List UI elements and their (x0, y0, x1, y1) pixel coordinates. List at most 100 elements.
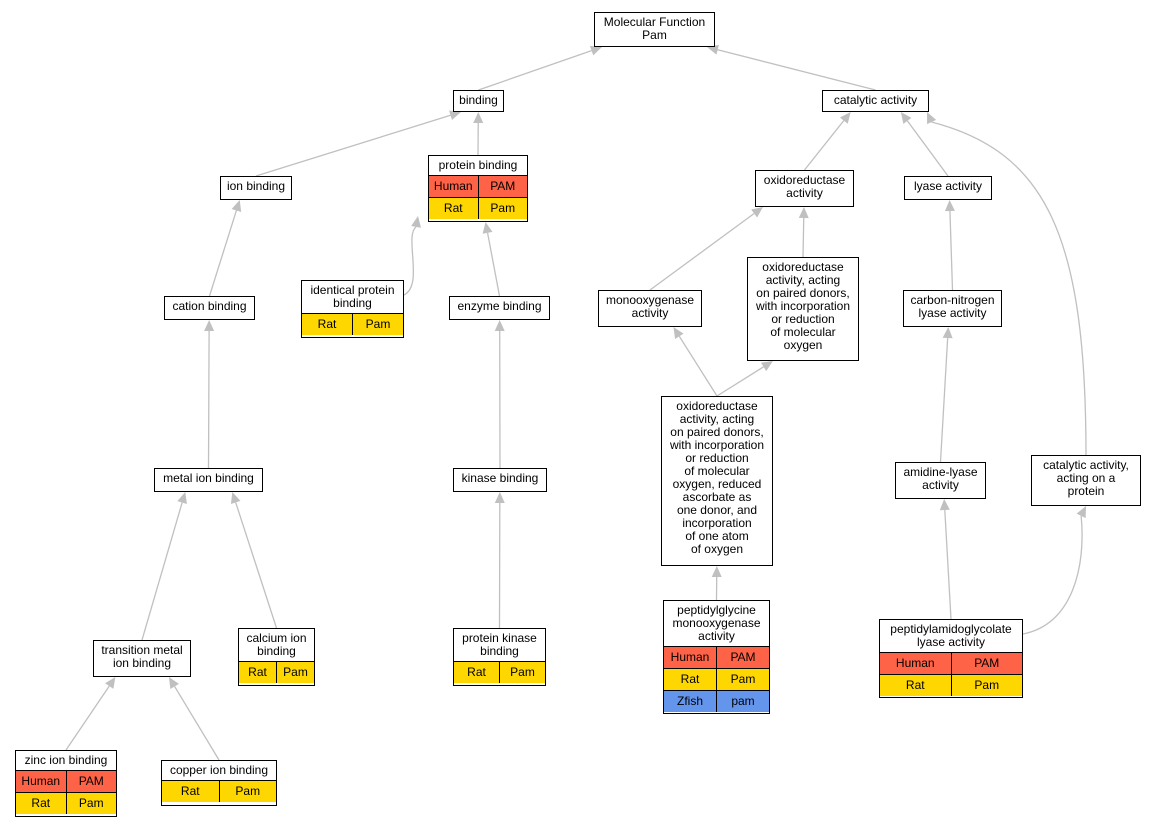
arrowhead (798, 207, 809, 219)
organism-row-human: Human PAM (429, 175, 527, 197)
organism-label[interactable]: Zfish (676, 694, 703, 708)
node-metal-ion-binding[interactable]: metal ion binding (154, 468, 263, 492)
node-label: oxidoreductase activity (763, 173, 846, 200)
arrowhead (1076, 506, 1086, 519)
edge-lyase-to-catalytic (906, 120, 949, 177)
organism-label[interactable]: Rat (905, 678, 925, 692)
gene-label[interactable]: pam (716, 691, 769, 712)
organism-label[interactable]: Human (21, 774, 61, 788)
gene-label[interactable]: PAM (477, 176, 528, 197)
organism-row-rat: Rat Pam (16, 792, 116, 814)
gene-label[interactable]: PAM (950, 653, 1023, 674)
gene-label[interactable]: Pam (716, 669, 769, 690)
arrowhead (942, 327, 953, 339)
arrowhead (494, 320, 505, 332)
gene-label[interactable]: PAM (65, 771, 117, 792)
gene-label[interactable]: Pam (950, 675, 1023, 696)
organism-row-human: Human PAM (664, 646, 769, 668)
organism-row-rat: Rat Pam (454, 661, 545, 683)
node-label: metal ion binding (163, 471, 254, 485)
arrowhead (711, 566, 722, 578)
node-label: protein kinase binding (462, 631, 537, 658)
arrowhead (177, 492, 187, 504)
node-catalytic-activity-on-protein[interactable]: catalytic activity, acting on a protein (1031, 455, 1141, 506)
node-label: Molecular Function Pam (603, 15, 706, 42)
organism-row-rat: Rat Pam (880, 674, 1022, 696)
node-oxidoreductase-paired-donors[interactable]: oxidoreductase activity, acting on paire… (747, 257, 859, 361)
gene-label[interactable]: PAM (716, 647, 769, 668)
node-label: amidine-lyase activity (903, 465, 978, 492)
node-amidine-lyase-activity[interactable]: amidine-lyase activity (895, 462, 986, 499)
node-monooxygenase-activity[interactable]: monooxygenase activity (598, 290, 702, 327)
node-enzyme-binding[interactable]: enzyme binding (449, 296, 550, 320)
node-label: copper ion binding (169, 763, 269, 777)
node-label: peptidylglycine monooxygenase activity (672, 603, 761, 643)
gene-label[interactable]: Pam (65, 793, 117, 814)
edge-metal_ion-to-cation_binding (207, 330, 210, 469)
node-oxidoreductase-activity[interactable]: oxidoreductase activity (755, 170, 854, 207)
node-label: binding (459, 93, 498, 107)
node-label: oxidoreductase activity, acting on paire… (755, 260, 851, 352)
node-carbon-nitrogen-lyase-activity[interactable]: carbon-nitrogen lyase activity (903, 290, 1002, 327)
node-label: calcium ion binding (246, 631, 307, 658)
node-transition-metal-ion-binding[interactable]: transition metal ion binding (93, 640, 191, 677)
organism-label[interactable]: Rat (31, 796, 51, 810)
edge-copper_ion-to-transition_metal (174, 686, 220, 761)
organism-label[interactable]: Rat (317, 317, 337, 331)
node-binding[interactable]: binding (453, 90, 504, 112)
edge-binding-to-mf (478, 50, 592, 91)
node-ion-binding[interactable]: ion binding (220, 176, 292, 200)
node-molecular-function[interactable]: Molecular Function Pam (594, 12, 715, 47)
arrowhead (944, 200, 955, 212)
arrowhead (839, 112, 851, 124)
arrowhead (482, 222, 493, 234)
node-kinase-binding[interactable]: kinase binding (453, 468, 547, 492)
node-lyase-activity[interactable]: lyase activity (904, 176, 992, 200)
gene-label[interactable]: Pam (477, 198, 528, 219)
arrowhead (473, 112, 484, 124)
node-label: oxidoreductase activity, acting on paire… (669, 399, 765, 556)
edge-oxido_paired-to-oxidoreductase (802, 217, 805, 258)
arrowhead (751, 207, 763, 218)
edge-transition_metal-to-metal_ion (141, 502, 183, 641)
node-catalytic-activity[interactable]: catalytic activity (822, 90, 929, 112)
gene-label[interactable]: Pam (352, 314, 403, 335)
organism-row-human: Human PAM (880, 652, 1022, 674)
organism-label[interactable]: Rat (248, 665, 267, 679)
organism-label[interactable]: Human (670, 650, 710, 664)
organism-label[interactable]: Human (433, 179, 473, 193)
arrowhead (168, 677, 179, 690)
gene-label[interactable]: Pam (276, 662, 314, 683)
node-label: protein binding (438, 158, 518, 172)
organism-label[interactable]: Rat (467, 665, 486, 679)
organism-label[interactable]: Rat (443, 201, 463, 215)
node-label: carbon-nitrogen lyase activity (910, 293, 995, 320)
organism-label[interactable]: Human (895, 656, 935, 670)
node-label: peptidylamidoglycolate lyase activity (890, 622, 1012, 649)
node-oxidoreductase-ascorbate[interactable]: oxidoreductase activity, acting on paire… (661, 396, 773, 566)
organism-label[interactable]: Rat (180, 784, 200, 798)
node-cation-binding[interactable]: cation binding (164, 296, 255, 320)
gene-label[interactable]: Pam (499, 662, 545, 683)
organism-row-zfish: Zfish pam (664, 690, 769, 712)
gene-label[interactable]: Pam (218, 781, 277, 802)
organism-row-rat: Rat Pam (429, 197, 527, 219)
arrowhead (760, 361, 773, 372)
edge-pal-to-catalytic_protein (1022, 515, 1083, 635)
node-label: monooxygenase activity (605, 293, 695, 320)
organism-label[interactable]: Rat (680, 672, 700, 686)
node-label: catalytic activity (833, 93, 918, 107)
organism-row-rat: Rat Pam (162, 780, 276, 802)
edge-cation_binding-to-ion_binding (208, 210, 238, 297)
arrowhead (411, 216, 422, 228)
edge-amidine_lyase-to-cn_lyase (939, 337, 949, 463)
